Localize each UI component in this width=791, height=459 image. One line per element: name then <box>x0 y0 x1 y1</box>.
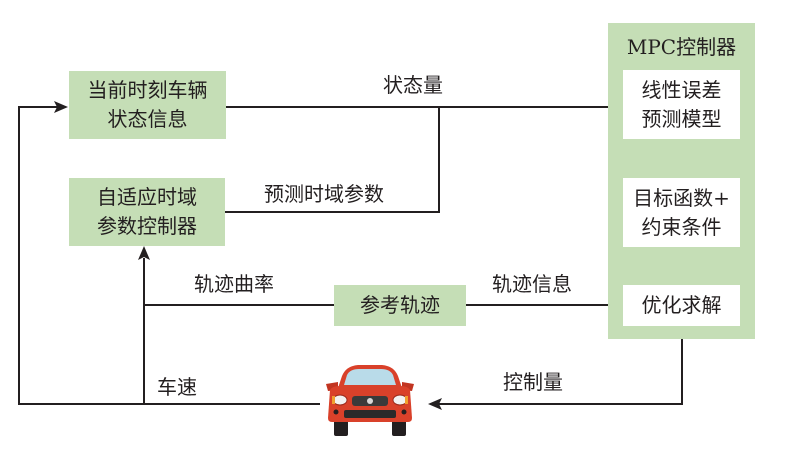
reference-trajectory-label: 参考轨迹 <box>360 293 440 317</box>
objective-line2: 约束条件 <box>641 214 722 239</box>
connector-control-vertical <box>681 338 683 405</box>
mpc-controller-title: MPC控制器 <box>626 35 737 59</box>
connector-horizon-horizontal <box>224 211 440 213</box>
model-line2: 预测模型 <box>641 106 722 131</box>
arrowhead-to-car <box>428 398 442 410</box>
adaptive-controller-line2: 参数控制器 <box>97 214 197 238</box>
connector-state-to-mpc <box>226 106 610 108</box>
connector-speed-vertical <box>143 258 145 405</box>
linear-error-prediction-model-box: 线性误差 预测模型 <box>623 70 740 139</box>
connector-trajinfo <box>465 304 610 306</box>
current-vehicle-state-box: 当前时刻车辆 状态信息 <box>69 71 226 139</box>
connector-feedback-bottom <box>18 403 320 405</box>
edge-label-curvature: 轨迹曲率 <box>194 272 274 296</box>
optimization-solver-box: 优化求解 <box>623 285 740 326</box>
edge-label-speed: 车速 <box>157 375 197 399</box>
edge-label-trajectory-info: 轨迹信息 <box>492 272 572 296</box>
connector-feedback-left <box>18 106 20 405</box>
car-headlight-right <box>392 394 408 406</box>
objective-constraints-box: 目标函数+ 约束条件 <box>623 178 740 247</box>
edge-label-horizon-param: 预测时域参数 <box>264 182 384 206</box>
adaptive-horizon-controller-box: 自适应时域 参数控制器 <box>69 178 225 246</box>
arrowhead-to-adaptive-controller <box>138 246 150 260</box>
car-windshield <box>344 369 396 385</box>
car-logo <box>367 398 373 404</box>
connector-control-horizontal <box>436 403 683 405</box>
objective-line1: 目标函数+ <box>633 185 730 210</box>
car-lower-grille <box>344 410 396 418</box>
edge-label-control: 控制量 <box>503 370 563 394</box>
current-state-line2: 状态信息 <box>107 107 188 131</box>
adaptive-controller-line1: 自适应时域 <box>97 185 197 209</box>
car-front-icon <box>326 365 414 436</box>
reference-trajectory-box: 参考轨迹 <box>334 285 466 326</box>
model-line1: 线性误差 <box>641 77 722 102</box>
car-headlight-left <box>332 394 348 406</box>
edge-label-state: 状态量 <box>383 73 443 97</box>
arrowhead-to-current-state <box>54 101 68 113</box>
connector-horizon-vertical <box>438 106 440 213</box>
solver-label: 优化求解 <box>641 293 722 317</box>
connector-feedback-top <box>18 106 58 108</box>
connector-curvature-horizontal <box>144 304 336 306</box>
current-state-line1: 当前时刻车辆 <box>87 78 208 102</box>
